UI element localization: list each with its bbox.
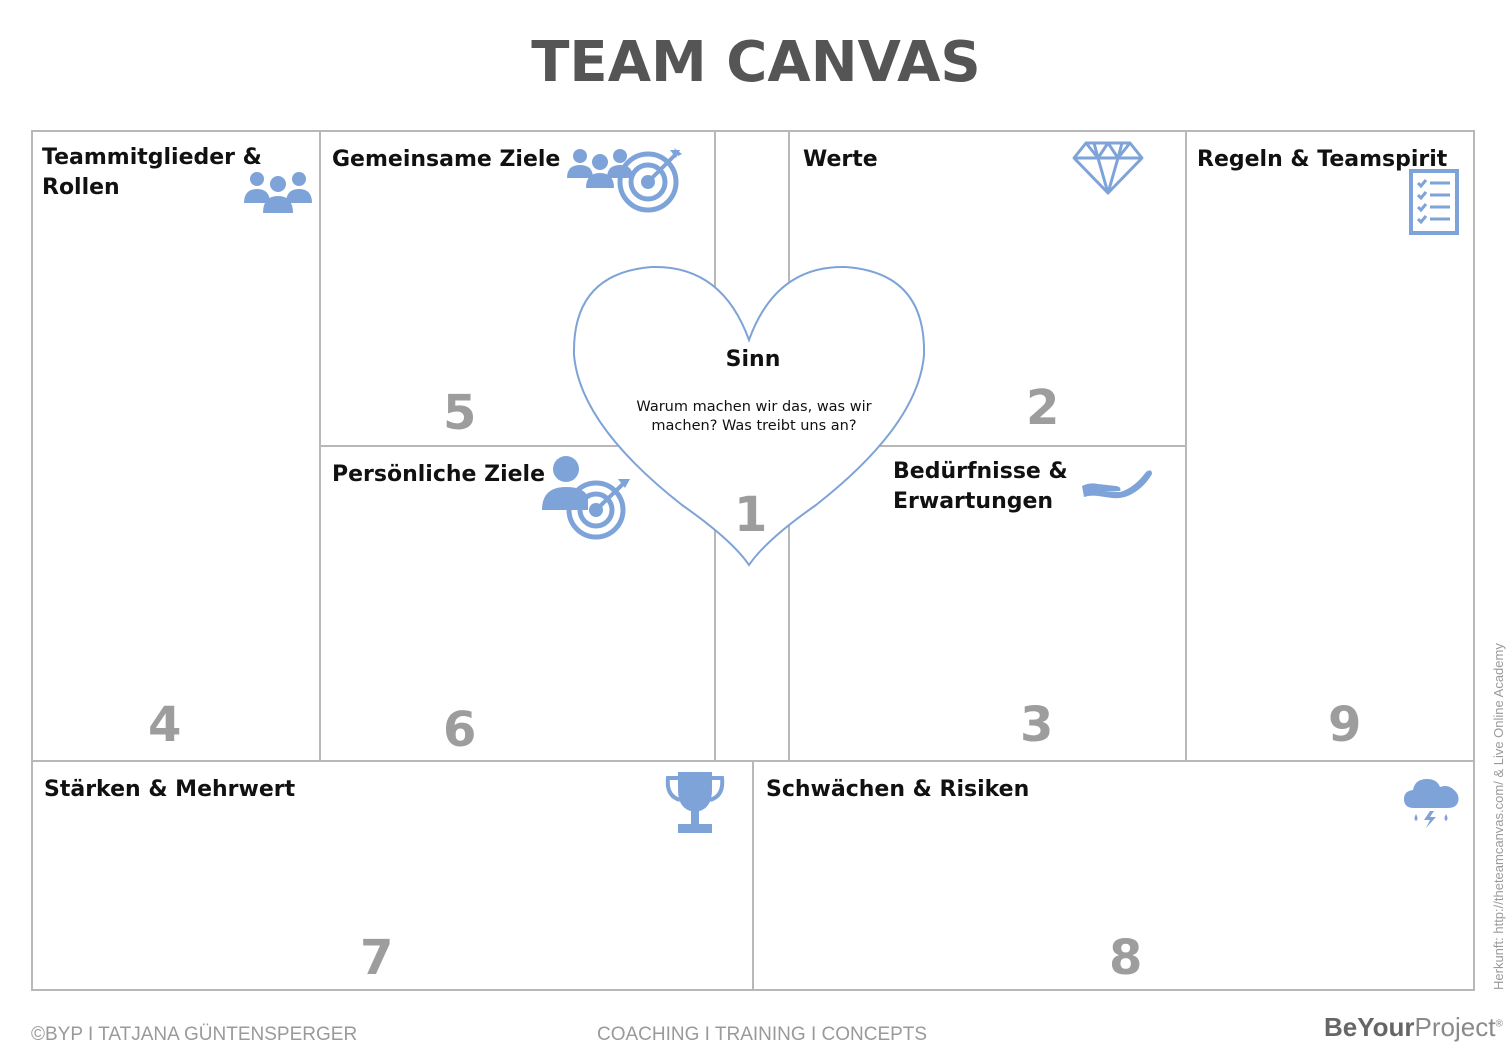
purpose-question: Warum machen wir das, was wir machen? Wa…	[636, 399, 872, 434]
section-number: 7	[360, 930, 394, 986]
open-hand-icon	[1082, 470, 1152, 499]
section-number: 2	[1026, 380, 1060, 436]
brand-logo: BeYourProject®	[1324, 1012, 1503, 1042]
section-label: Stärken & Mehrwert	[44, 777, 296, 802]
copyright-text: ©BYP I TATJANA GÜNTENSPERGER	[31, 1024, 358, 1045]
section-number: 3	[1020, 697, 1054, 753]
section-label: Werte	[803, 147, 878, 172]
section-label: Regeln & Teamspirit	[1197, 147, 1448, 172]
source-note: Herkunft: http://theteamcanvas.com/ & Li…	[1491, 643, 1506, 990]
group-target-icon	[567, 148, 682, 213]
team-icon	[244, 172, 312, 213]
section-number: 1	[734, 487, 768, 543]
section-number: 5	[443, 385, 477, 441]
section-label: Schwächen & Risiken	[766, 777, 1030, 802]
diamond-icon	[1072, 141, 1144, 195]
trophy-icon	[665, 772, 725, 833]
purpose-label: Sinn	[725, 347, 781, 372]
section-label: Gemeinsame Ziele	[332, 147, 561, 172]
section-number: 9	[1328, 697, 1362, 753]
section-number: 4	[148, 697, 182, 753]
person-target-icon	[542, 456, 630, 540]
section-label: Persönliche Ziele	[332, 462, 546, 487]
section-label: Teammitglieder & Rollen	[42, 145, 262, 200]
tagline-text: COACHING I TRAINING I CONCEPTS	[597, 1024, 928, 1045]
section-label: Bedürfnisse & Erwartungen	[893, 459, 1068, 514]
checklist-icon	[1409, 169, 1459, 235]
page-title: TEAM CANVAS	[531, 30, 981, 95]
storm-cloud-icon	[1404, 779, 1459, 828]
heart-shape	[572, 265, 926, 567]
section-number: 8	[1109, 930, 1143, 986]
section-number: 6	[443, 702, 477, 758]
